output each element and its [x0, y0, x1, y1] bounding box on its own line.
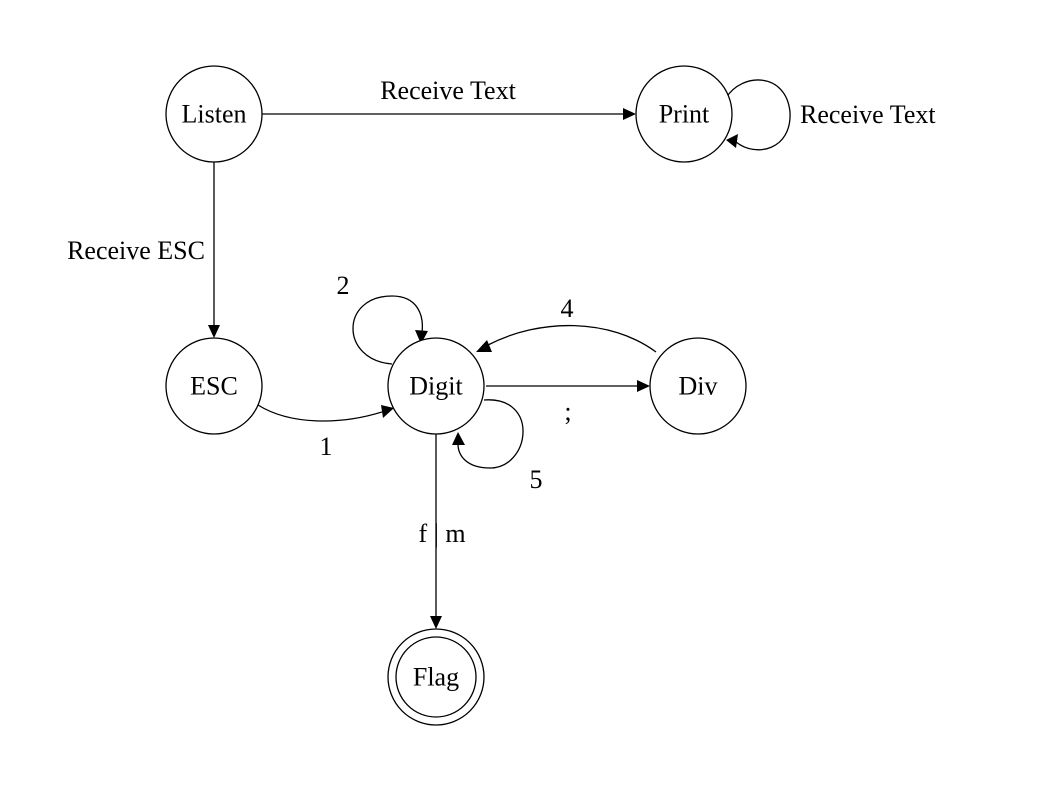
label-esc-to-digit: 1 — [320, 432, 333, 461]
label-digit-to-flag: f | m — [418, 519, 465, 548]
arrowhead-digit-self-loop-bottom — [452, 432, 465, 445]
label-digit-to-div: ; — [564, 397, 571, 426]
arrowhead-digit-self-loop-top — [415, 330, 428, 344]
edge-esc-to-digit — [257, 404, 383, 422]
accepting-inner-ring — [395, 636, 477, 718]
state-label-print: Print — [659, 100, 710, 129]
state-flag-accepting: Flag — [387, 628, 485, 726]
arrowhead-listen-to-print — [623, 108, 636, 120]
label-print-self-loop: Receive Text — [800, 100, 936, 129]
edge-print-self-loop — [725, 79, 791, 151]
label-digit-self-loop-bottom: 5 — [530, 465, 543, 494]
label-digit-self-loop-top: 2 — [337, 271, 350, 300]
edge-div-to-digit — [487, 324, 657, 353]
state-label-flag: Flag — [413, 663, 459, 692]
state-div: Div — [649, 337, 747, 435]
state-label-digit: Digit — [409, 372, 463, 401]
edge-labels: Receive Text Receive Text Receive ESC 1 … — [67, 76, 936, 548]
arrowhead-esc-to-digit — [381, 405, 394, 418]
state-digit: Digit — [387, 337, 485, 435]
edge-digit-self-loop-top — [352, 295, 424, 365]
arrowhead-div-to-digit — [476, 340, 492, 352]
arrowhead-listen-to-esc — [208, 325, 220, 338]
state-label-listen: Listen — [182, 100, 247, 129]
state-label-esc: ESC — [190, 372, 238, 401]
arrowhead-digit-to-flag — [430, 616, 442, 629]
label-div-to-digit: 4 — [561, 294, 574, 323]
state-listen: Listen — [165, 65, 263, 163]
arrowhead-digit-to-div — [637, 380, 650, 392]
edge-digit-self-loop-bottom — [457, 399, 524, 469]
arrowhead-print-self-loop — [726, 134, 738, 148]
state-esc: ESC — [165, 337, 263, 435]
state-label-div: Div — [679, 372, 718, 401]
state-print: Print — [635, 65, 733, 163]
edges — [208, 79, 791, 629]
label-listen-to-esc: Receive ESC — [67, 236, 205, 265]
label-listen-to-print: Receive Text — [380, 76, 516, 105]
